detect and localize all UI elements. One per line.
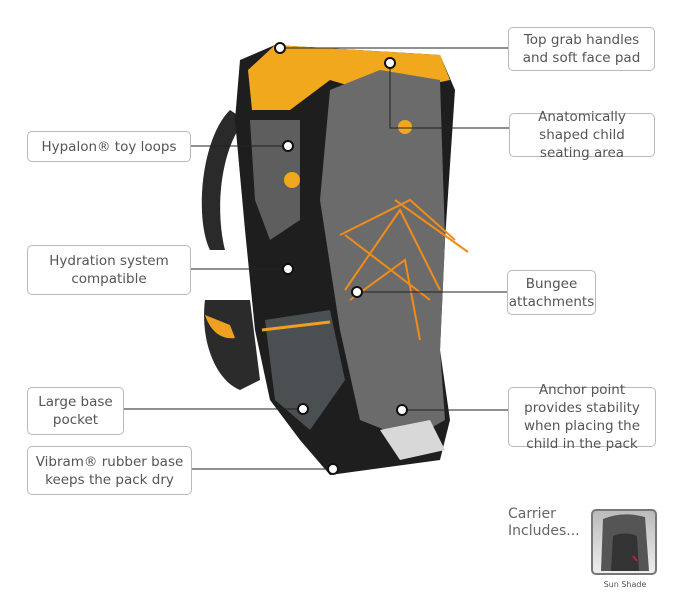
callout-bungee: Bungee attachments (507, 270, 596, 315)
base-pocket (265, 310, 345, 430)
callout-dot (297, 403, 309, 415)
callout-dot (274, 42, 286, 54)
callout-base-pocket: Large base pocket (27, 387, 124, 435)
sun-shade-label: Sun Shade (603, 580, 647, 589)
shoulder-strap (201, 110, 245, 250)
callout-hydration: Hydration system compatible (27, 245, 191, 295)
callout-dot (396, 404, 408, 416)
callout-dot (282, 140, 294, 152)
callout-dot (351, 286, 363, 298)
callout-dot (282, 263, 294, 275)
sun-shade-thumbnail[interactable] (591, 509, 657, 575)
bungee-cord (339, 198, 469, 341)
top-face-pad (248, 45, 450, 110)
callout-seating-area: Anatomically shaped child seating area (509, 109, 655, 161)
callout-rubber-base: Vibram® rubber base keeps the pack dry (27, 446, 192, 495)
callout-anchor-point: Anchor point provides stability when pla… (508, 382, 656, 452)
callout-dot (327, 463, 339, 475)
hip-belt (204, 300, 260, 390)
side-panel (320, 70, 445, 440)
carrier-includes-heading: Carrier Includes... (508, 506, 580, 539)
callout-toy-loops: Hypalon® toy loops (27, 131, 191, 162)
callout-top-grab-handles: Top grab handles and soft face pad (508, 27, 655, 71)
callout-dot (384, 57, 396, 69)
